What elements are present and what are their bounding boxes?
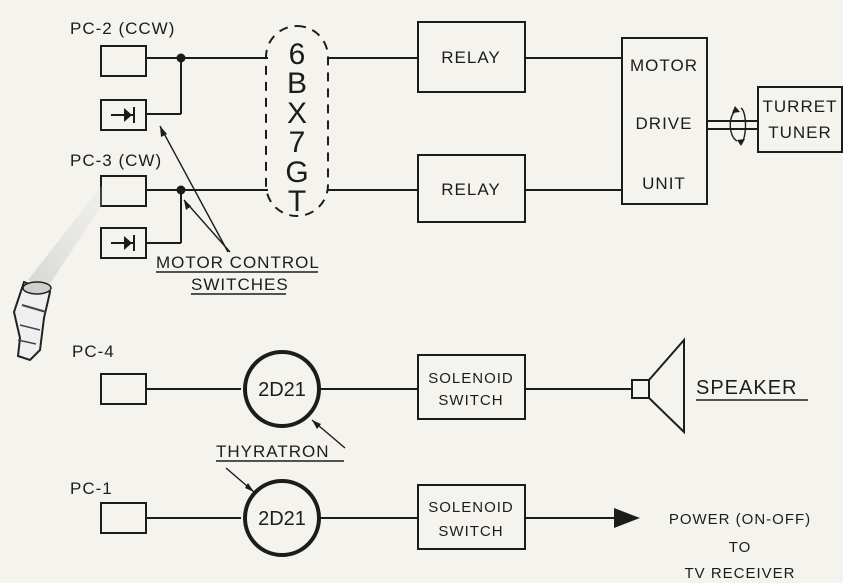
pc4-photocell: [100, 373, 147, 405]
thyratron-label: THYRATRON: [216, 442, 330, 461]
pc1-label: PC-1: [70, 479, 113, 498]
pc2-photocell: [100, 45, 147, 77]
thyratron-lower-label: 2D21: [258, 508, 306, 530]
tube-char-1: 6: [289, 38, 306, 71]
solenoid-lower-line1: SOLENOID: [428, 499, 514, 516]
relay-bottom-label: RELAY: [441, 180, 501, 199]
motor-control-label: MOTOR CONTROL: [156, 253, 320, 272]
power-line3: TV RECEIVER: [684, 565, 795, 582]
flashlight-icon: [12, 280, 52, 362]
pc2-label: PC-2 (CCW): [70, 19, 175, 38]
drive-label: DRIVE: [636, 114, 693, 133]
tube-6bx7gt: [265, 25, 329, 217]
tube-char-3: X: [287, 97, 307, 130]
solenoid-switch-upper: [417, 354, 526, 420]
pc1-photocell: [100, 502, 147, 534]
pc4-label: PC-4: [72, 342, 115, 361]
pointer-arrowhead: [160, 126, 167, 137]
pc3-label: PC-3 (CW): [70, 151, 162, 170]
tube-char-4: 7: [289, 126, 306, 159]
pointer-arrowhead: [184, 200, 191, 210]
switches-label: SWITCHES: [191, 275, 289, 294]
solenoid-lower-line2: SWITCH: [438, 523, 503, 540]
relay-bottom: [417, 154, 526, 223]
power-line1: POWER (ON-OFF): [669, 511, 811, 528]
thyratron-upper-label: 2D21: [258, 379, 306, 401]
tube-char-6: T: [288, 185, 306, 218]
turret-tuner: [757, 86, 843, 153]
solenoid-upper-line1: SOLENOID: [428, 370, 514, 387]
pc2-switch-diode-icon: [100, 99, 147, 131]
power-arrow-icon: [614, 508, 640, 528]
tube-char-5: G: [285, 156, 308, 189]
pc3-photocell: [100, 175, 147, 207]
motor-switch-pointer-lower: [183, 199, 231, 253]
solenoid-upper-line2: SWITCH: [438, 392, 503, 409]
rotation-arrow-icon: [729, 106, 747, 146]
relay-top-label: RELAY: [441, 48, 501, 67]
pc3-switch-diode-icon: [100, 227, 147, 259]
tube-char-2: B: [287, 67, 307, 100]
unit-label: UNIT: [642, 174, 686, 193]
light-beam: [28, 185, 102, 290]
pointer-arrowhead: [312, 420, 321, 429]
pointer-arrowhead: [245, 483, 254, 492]
speaker-icon: [631, 337, 685, 435]
tuner-label: TUNER: [768, 123, 832, 142]
speaker-label: SPEAKER: [696, 377, 797, 399]
motor-switch-pointer-upper: [159, 125, 229, 253]
turret-label: TURRET: [763, 97, 838, 116]
motor-label: MOTOR: [630, 56, 698, 75]
power-line2: TO: [729, 539, 752, 556]
